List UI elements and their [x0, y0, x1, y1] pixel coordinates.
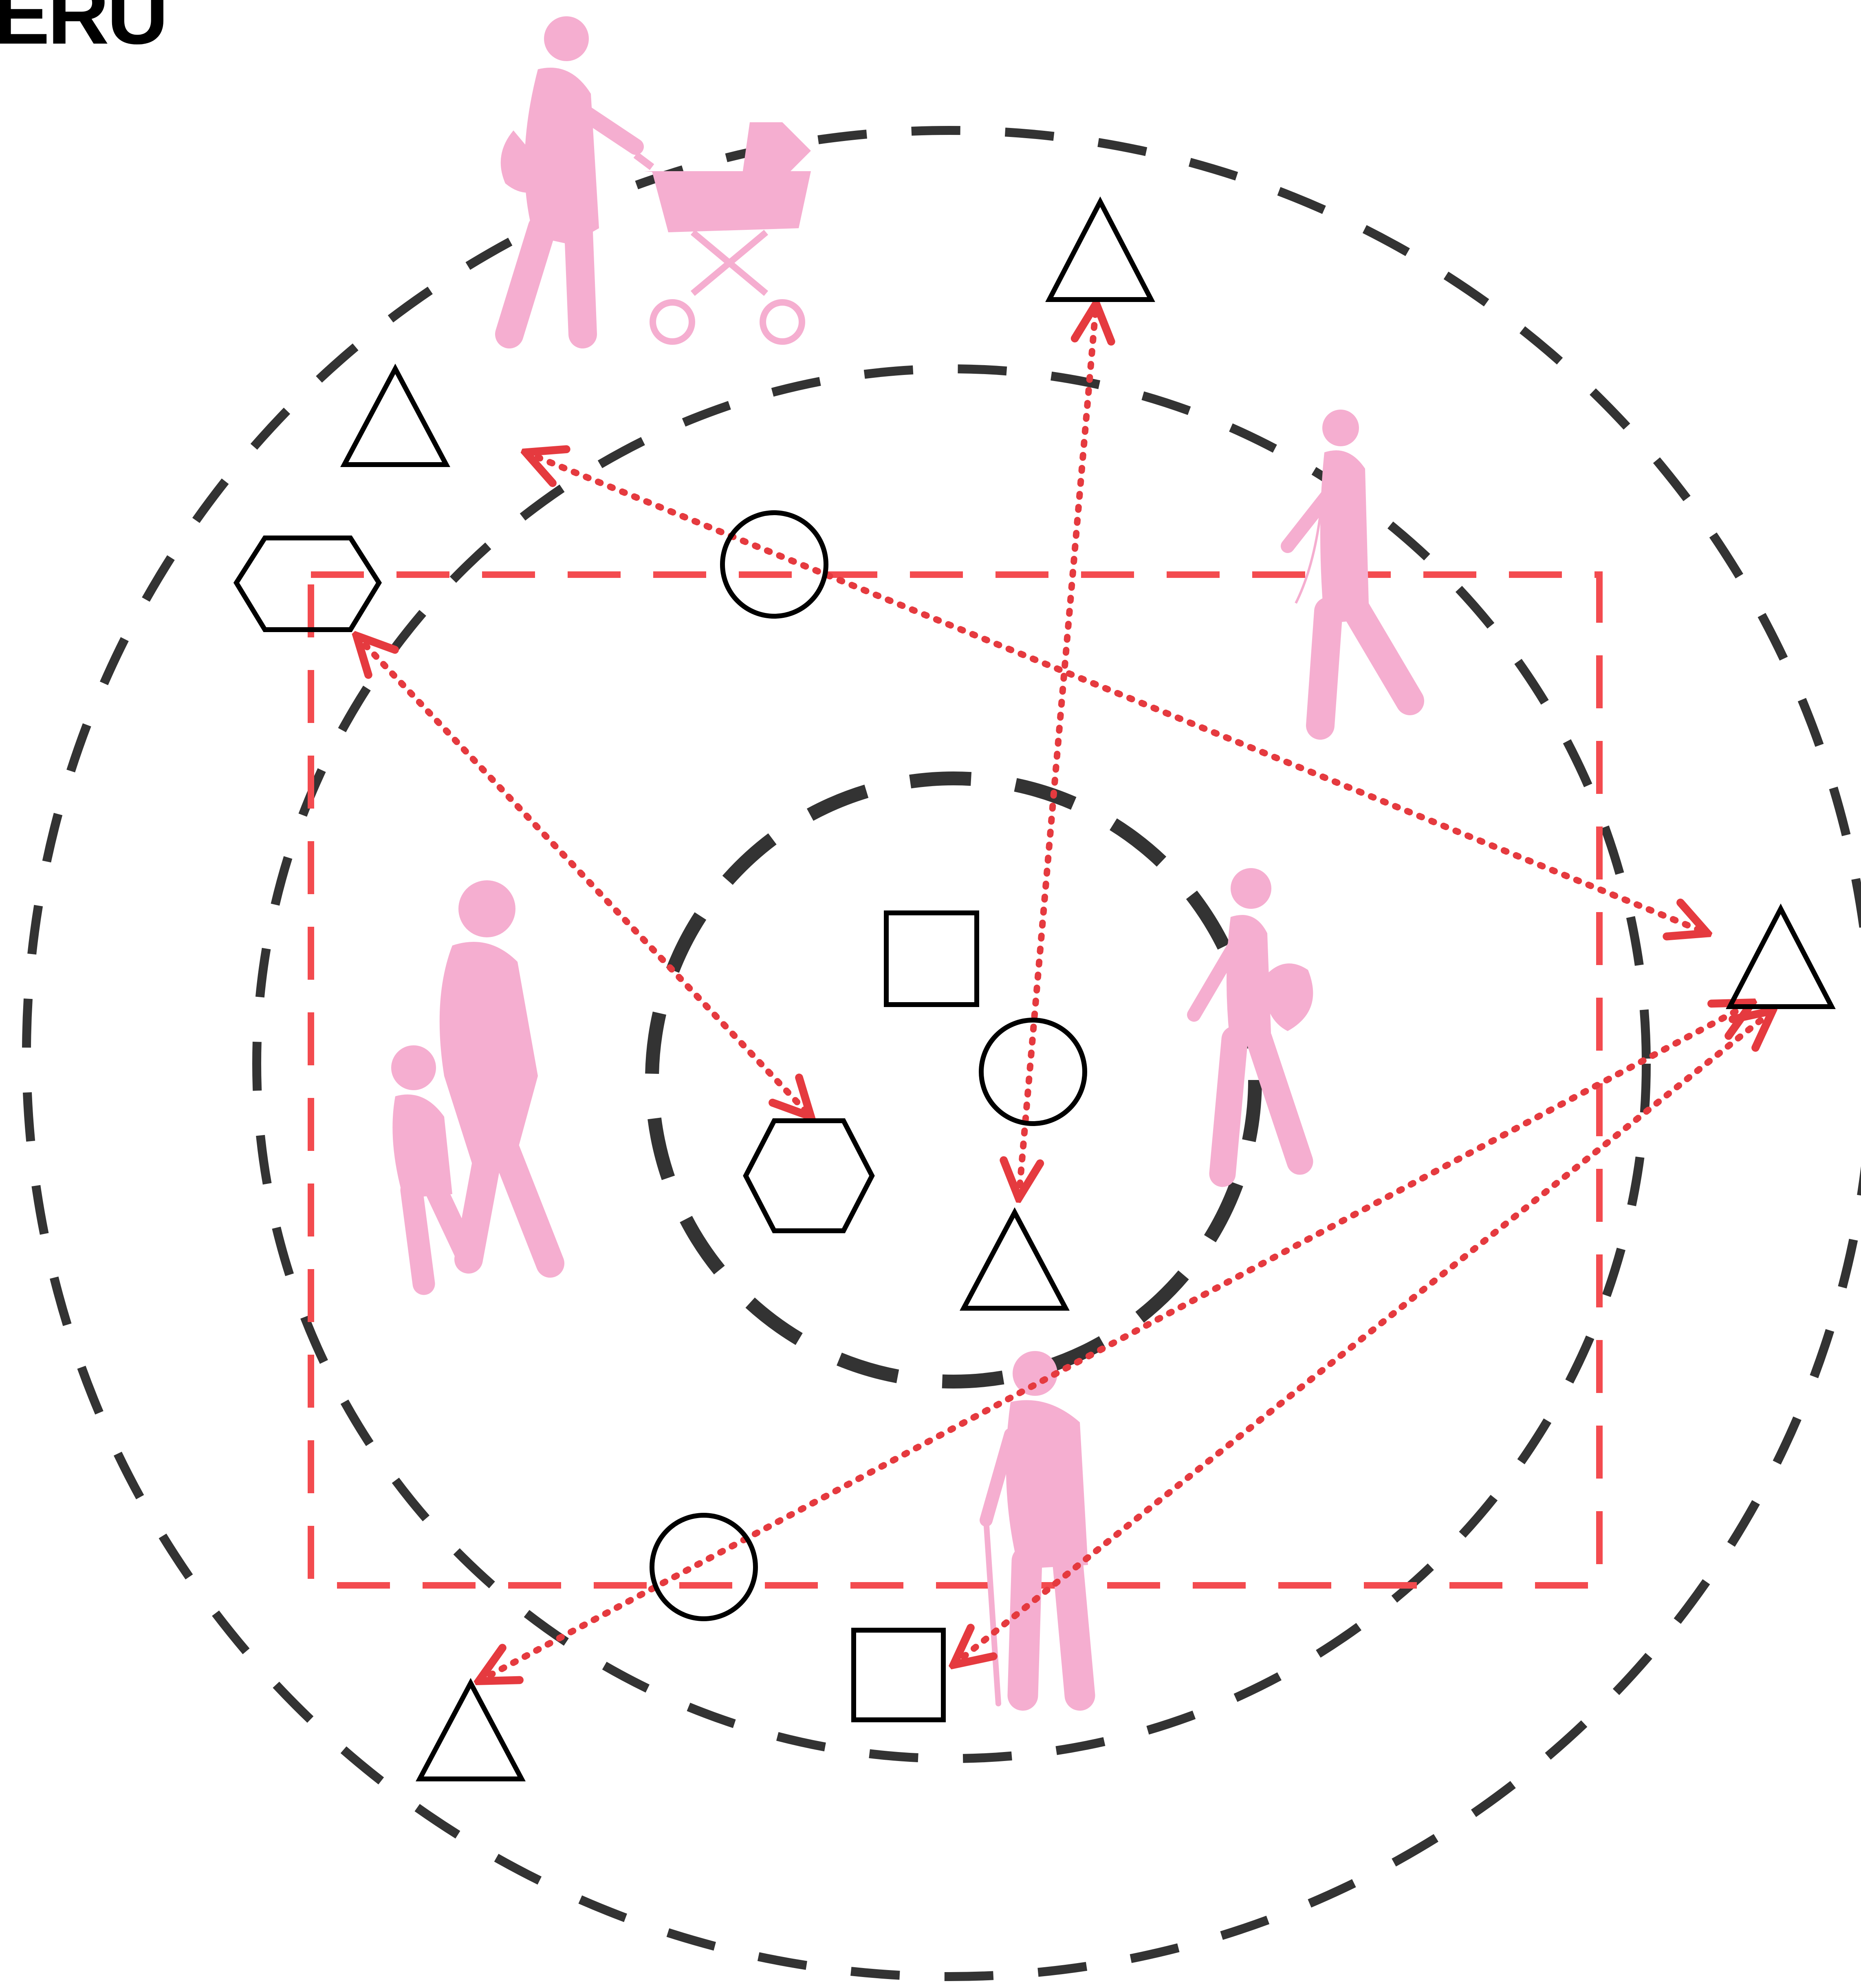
triangle-symbol — [964, 1212, 1066, 1308]
circle-symbol — [981, 1020, 1085, 1124]
triangle-symbol — [1730, 909, 1832, 1007]
flow-arrow — [479, 1003, 1752, 1681]
circle-symbol — [652, 1515, 755, 1619]
inner-ring — [652, 778, 1255, 1382]
adult-with-child-figure — [391, 880, 550, 1284]
man-with-phone-figure — [1288, 410, 1410, 725]
hexagon-symbol — [746, 1121, 872, 1231]
circle-symbol — [722, 513, 826, 616]
triangle-symbol — [344, 369, 446, 465]
flow-arrow — [526, 452, 1707, 933]
triangle-symbol — [420, 1683, 522, 1779]
triangle-symbol — [1049, 202, 1151, 300]
square-symbol — [854, 1630, 943, 1720]
flow-arrow — [954, 1011, 1773, 1665]
square-symbol — [886, 913, 977, 1005]
woman-with-stroller-figure — [501, 16, 811, 342]
flow-arrow — [357, 636, 811, 1117]
